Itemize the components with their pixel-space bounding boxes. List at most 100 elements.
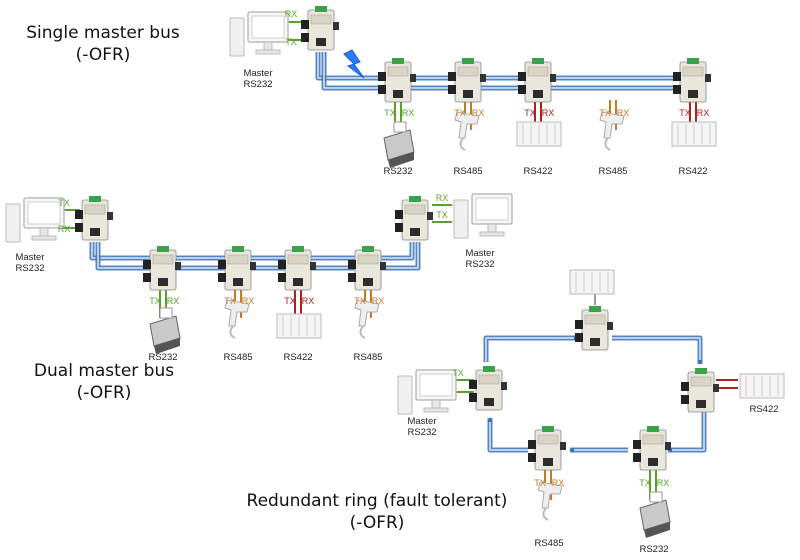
- pc-screen: [27, 201, 61, 225]
- rx-label: RX: [472, 108, 485, 118]
- fiber-port-right: [75, 223, 83, 232]
- converter-label-plate: [642, 434, 664, 445]
- rx-label: RX: [372, 296, 385, 306]
- tx-label: TX: [599, 108, 611, 118]
- converter-terminal: [532, 58, 544, 64]
- master-rs232-label: RS232: [407, 427, 436, 438]
- converter-label-plate: [478, 374, 500, 385]
- converter-label-plate: [310, 14, 332, 25]
- right-tx-label: TX: [436, 210, 448, 220]
- device-type-label: RS485: [534, 538, 563, 549]
- serial-port: [665, 442, 671, 450]
- converter-led-block: [363, 278, 373, 286]
- converter-led-block: [590, 338, 600, 346]
- scanner-icon: [354, 299, 380, 339]
- fiber-port-left: [218, 260, 226, 269]
- converter-terminal: [647, 426, 659, 432]
- rx-label: RX: [542, 108, 555, 118]
- converter-label-plate: [152, 254, 174, 265]
- converter-terminal: [232, 246, 244, 252]
- serial-port: [380, 262, 386, 270]
- tx-label: TX: [284, 296, 296, 306]
- pc-tower: [453, 199, 469, 239]
- fiber-port-left: [673, 72, 681, 81]
- scanner-body: [354, 299, 380, 327]
- converter-led-block: [484, 398, 494, 406]
- serial-port: [107, 212, 113, 220]
- converter-label-plate: [227, 254, 249, 265]
- scanner-icon: [599, 111, 625, 151]
- device-type-label: RS232: [148, 352, 177, 363]
- device-type-label: RS485: [353, 352, 382, 363]
- ring-subtitle: (-OFR): [349, 513, 405, 533]
- ring-right-bottom-core: [668, 410, 705, 451]
- printer-base: [388, 152, 414, 168]
- fiber-port-left: [75, 210, 83, 219]
- scanner-body: [599, 111, 625, 139]
- tx-label: TX: [384, 108, 396, 118]
- tx-label: TX: [149, 296, 161, 306]
- serial-port: [501, 382, 507, 390]
- pc-base: [479, 231, 505, 237]
- converter-terminal: [157, 246, 169, 252]
- fiber-port-right: [469, 393, 477, 402]
- device-type-label: RS422: [749, 404, 778, 415]
- pc-stand: [487, 223, 497, 233]
- converter-led-block: [463, 90, 473, 98]
- ring-converter-bottom-left: [528, 426, 566, 471]
- serial-port: [607, 322, 613, 330]
- converter-label-plate: [690, 376, 712, 387]
- scanner-cable: [459, 137, 466, 151]
- master-rs232-label: RS232: [15, 263, 44, 274]
- pc-screen: [475, 197, 509, 221]
- fiber-port-left: [469, 380, 477, 389]
- converter-label-plate: [404, 204, 426, 215]
- dual-master-title-text: Dual master bus: [33, 361, 175, 381]
- fault-lightning-icon: [343, 49, 365, 79]
- scanner-body: [224, 299, 250, 327]
- tx-label: TX: [224, 296, 236, 306]
- fiber-port-left: [378, 72, 386, 81]
- serial-port: [250, 262, 256, 270]
- scanner-icon: [454, 111, 480, 151]
- master-converter-ring: [469, 366, 507, 411]
- converter-terminal: [362, 246, 374, 252]
- fiber-port-left: [278, 260, 286, 269]
- ring-converter-top: [575, 306, 613, 351]
- scanner-cable: [359, 325, 366, 339]
- converter-label-plate: [457, 66, 479, 77]
- converter-label-plate: [682, 66, 704, 77]
- master-pc-single: [229, 11, 289, 57]
- bus-converter: [278, 246, 316, 291]
- device-type-label: RS422: [523, 166, 552, 177]
- converter-led-block: [543, 458, 553, 466]
- tx-label: TX: [454, 108, 466, 118]
- converter-terminal: [589, 306, 601, 312]
- single-bus-lower-core: [323, 52, 700, 89]
- fiber-port-left: [575, 320, 583, 329]
- scanner-icon: [224, 299, 250, 339]
- tx-label: TX: [524, 108, 536, 118]
- single-bus-lower: [321, 52, 700, 91]
- converter-terminal: [687, 58, 699, 64]
- fiber-port-right: [378, 85, 386, 94]
- serial-port: [410, 74, 416, 82]
- printer-paper: [393, 121, 407, 133]
- single-master-subtitle: (-OFR): [75, 45, 131, 65]
- device-type-label: RS485: [598, 166, 627, 177]
- ring-top-right-arrow: [697, 360, 703, 365]
- ring-title-text: Redundant ring (fault tolerant): [246, 491, 508, 511]
- converter-label-plate: [537, 434, 559, 445]
- bus-converter: [378, 58, 416, 103]
- ring-right-bottom: [668, 410, 707, 453]
- converter-terminal: [462, 58, 474, 64]
- printer-paper: [159, 307, 173, 319]
- scanner-cable: [542, 507, 549, 521]
- converter-led-block: [293, 278, 303, 286]
- scanner-cable: [604, 137, 611, 151]
- printer-icon: [149, 307, 181, 354]
- master-rs232-label: RS232: [243, 79, 272, 90]
- converter-label-plate: [387, 66, 409, 77]
- bus-converter: [348, 246, 386, 291]
